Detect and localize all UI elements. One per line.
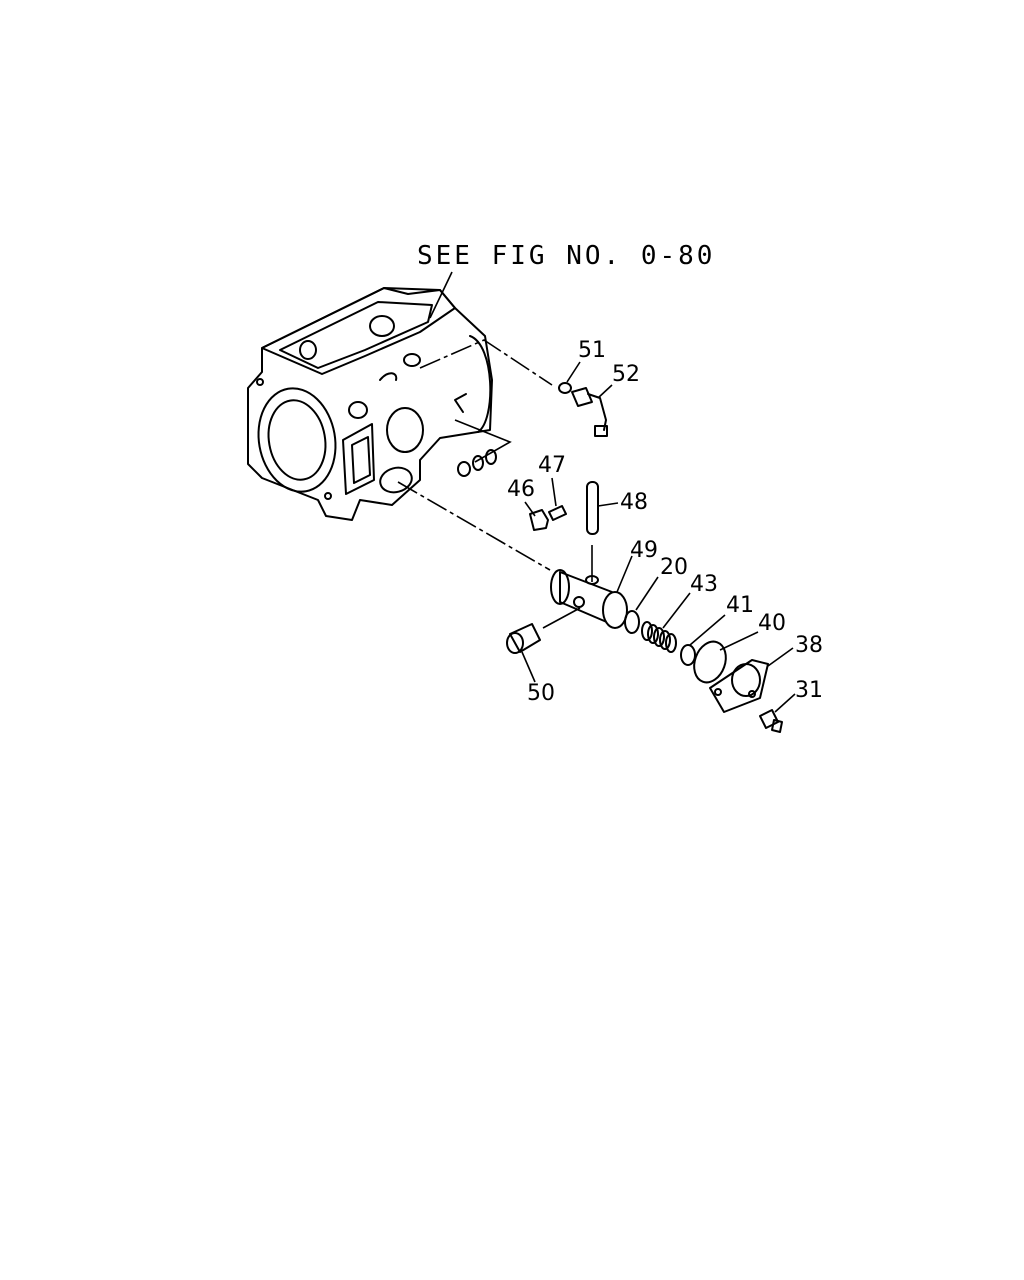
label-31: 31 [795, 678, 823, 703]
label-43: 43 [690, 572, 718, 597]
part-47-screw [548, 505, 567, 521]
part-50-cap [506, 623, 541, 654]
part-20-washer [624, 610, 640, 634]
assembly-line-upper [419, 339, 553, 386]
label-38: 38 [795, 633, 823, 658]
leader-49 [616, 555, 633, 593]
label-47: 47 [538, 453, 566, 478]
part-48-pin [586, 481, 599, 535]
label-48: 48 [620, 490, 648, 515]
leader-50 [521, 651, 536, 683]
pump-housing [247, 287, 493, 521]
leader-48 [597, 502, 619, 507]
leader-47 [551, 477, 557, 507]
part-38-cover [709, 659, 769, 713]
part-49-sleeve [550, 569, 628, 629]
assembly-line-lower [397, 481, 551, 571]
part-31-bolt [759, 709, 783, 733]
label-20: 20 [660, 555, 688, 580]
label-51: 51 [578, 338, 606, 363]
part-43-spring [641, 621, 677, 653]
leader-40 [719, 631, 759, 651]
leader-38 [767, 647, 794, 667]
leader-51 [566, 361, 581, 383]
label-50: 50 [527, 681, 555, 706]
leader-43 [662, 592, 691, 629]
reference-leader [429, 271, 453, 319]
label-46: 46 [507, 477, 535, 502]
part-51-o-ring [558, 382, 572, 394]
assembly-line-sleeve [542, 607, 581, 629]
label-52: 52 [612, 362, 640, 387]
label-41: 41 [726, 593, 754, 618]
part-46-block [529, 509, 549, 531]
leader-46 [524, 501, 536, 517]
small-washers [457, 449, 497, 477]
part-52-sensor [571, 387, 608, 437]
part-40-o-ring [693, 640, 727, 684]
label-40: 40 [758, 611, 786, 636]
leader-41 [689, 614, 726, 646]
leader-52 [597, 384, 613, 399]
label-49: 49 [630, 538, 658, 563]
leader-20 [635, 576, 659, 611]
reference-note: SEE FIG NO. 0-80 [417, 241, 715, 271]
part-41-washer [680, 644, 696, 666]
leader-31 [774, 693, 796, 713]
